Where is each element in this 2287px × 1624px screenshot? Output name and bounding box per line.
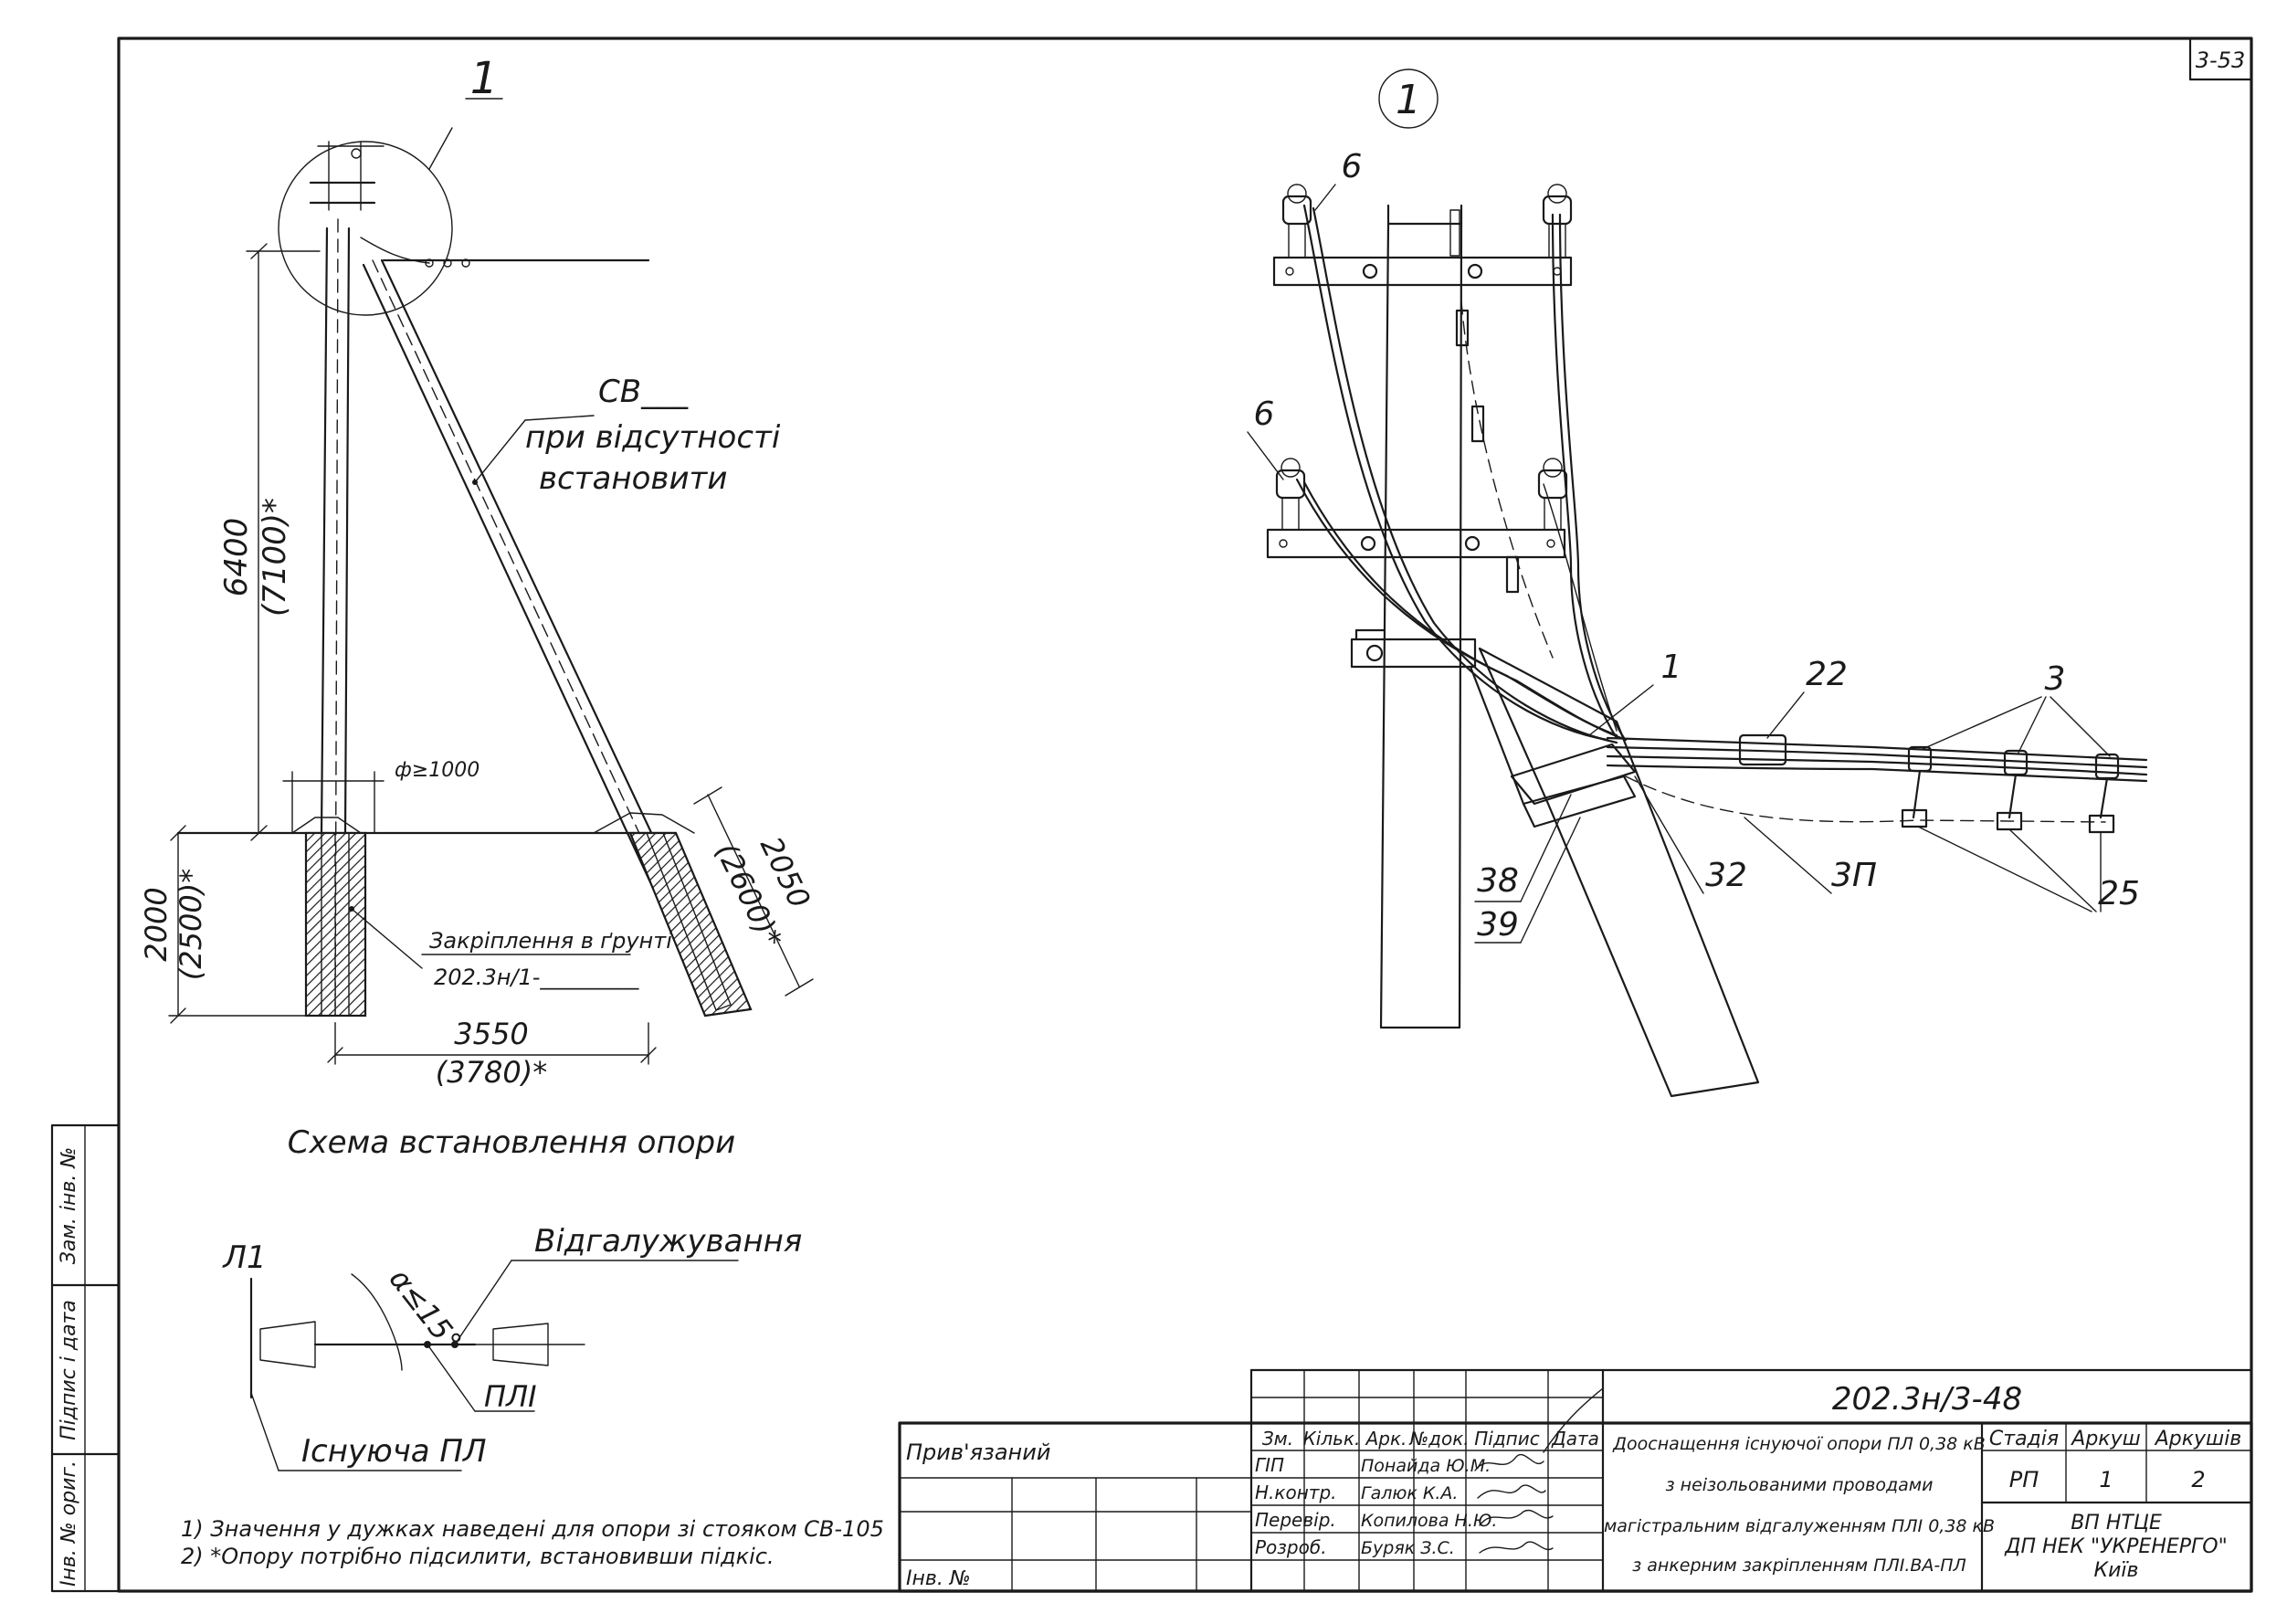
line-label: Л1 <box>221 1239 266 1276</box>
hdr-date: Дата <box>1551 1428 1599 1450</box>
hdr-zm: Зм. <box>1262 1428 1293 1450</box>
label-22: 22 <box>1806 656 1848 693</box>
notes: 1) Значення у дужках наведені для опори … <box>181 1516 884 1569</box>
insulator <box>1281 184 1573 258</box>
callout-number-left: 1 <box>470 53 499 104</box>
inv-label: Інв. № <box>906 1567 971 1590</box>
role-2: Н.контр. <box>1255 1482 1337 1503</box>
title-line-1: Дооснащення існуючої опори ПЛ 0,38 кВ <box>1612 1434 1986 1454</box>
title-line-3: магістральним відгалуженням ПЛІ 0,38 кВ <box>1604 1516 1995 1536</box>
sheet-code: 3-53 <box>2196 47 2245 73</box>
name-4: Буряк З.С. <box>1361 1538 1455 1558</box>
org-line-2: ДП НЕК "УКРЕНЕРГО" <box>2004 1535 2228 1558</box>
name-1: Понайда Ю.М. <box>1361 1456 1491 1476</box>
detail-1: 1 <box>1247 69 2148 1098</box>
label-25: 25 <box>2098 875 2140 912</box>
dim-depth: 2000 <box>139 887 174 961</box>
org-line-1: ВП НТЦЕ <box>2071 1512 2162 1534</box>
detail-circle <box>278 141 453 316</box>
role-1: ГІП <box>1255 1454 1284 1476</box>
strut-note-2: встановити <box>539 460 727 497</box>
label-6-top: 6 <box>1342 148 1363 185</box>
name-2: Галюк К.А. <box>1361 1483 1458 1503</box>
dim-base-alt: (3780)* <box>436 1055 547 1090</box>
strut-label: СВ___ <box>598 374 689 410</box>
existing-label: Існуюча ПЛ <box>301 1433 487 1470</box>
signatures <box>1474 1387 1604 1554</box>
sheet-value: 1 <box>2099 1467 2113 1492</box>
fixing-label: Закріплення в ґрунті <box>429 928 672 954</box>
stamp-signature-date: Підпис і дата <box>58 1300 80 1440</box>
sheets-label: Аркушів <box>2154 1428 2242 1450</box>
hdr-kilk: Кільк. <box>1303 1428 1361 1450</box>
scheme-caption: Схема встановлення опори <box>288 1124 735 1161</box>
role-3: Перевір. <box>1255 1509 1336 1531</box>
stage-value: РП <box>2009 1467 2039 1492</box>
fixing-ref: 202.3н/1-_________ <box>434 965 639 990</box>
label-6-mid: 6 <box>1254 395 1275 433</box>
hdr-ark: Арк. <box>1365 1428 1407 1450</box>
label-38: 38 <box>1477 862 1519 900</box>
sheet-frame: 3-53 <box>117 37 2253 1593</box>
stamp-replaced-inv: Зам. інв. № <box>58 1147 80 1265</box>
attached-label: Прив'язаний <box>906 1439 1050 1465</box>
label-39: 39 <box>1477 906 1519 944</box>
installation-scheme: 1 <box>139 53 817 1161</box>
hdr-dok: №док. <box>1408 1428 1469 1450</box>
name-3: Копилова Н.Ю. <box>1361 1511 1497 1531</box>
sheets-value: 2 <box>2191 1467 2205 1492</box>
title-line-4: з анкерним закріпленням ПЛІ.ВА-ПЛ <box>1632 1555 1966 1576</box>
stage-label: Стадія <box>1989 1428 2059 1450</box>
note-2: 2) *Опору потрібно підсилити, встановивш… <box>181 1544 775 1569</box>
dim-depth-alt: (2500)* <box>174 869 208 980</box>
sheet-label: Аркуш <box>2070 1428 2140 1450</box>
label-3: 3 <box>2045 660 2066 698</box>
branch-label: Відгалужування <box>534 1223 802 1260</box>
note-1: 1) Значення у дужках наведені для опори … <box>181 1516 884 1542</box>
dim-base: 3550 <box>454 1017 528 1051</box>
branch-scheme: Л1 α≤15° Відгалужування ПЛІ Існуюча ПЛ <box>221 1223 802 1471</box>
title-line-2: з неізольованими проводами <box>1666 1475 1934 1495</box>
stamp-original-inv: Інв. № ориг. <box>58 1461 80 1587</box>
dim-diameter: ф≥1000 <box>395 759 480 782</box>
role-4: Розроб. <box>1255 1536 1327 1558</box>
label-3P: 3П <box>1831 857 1877 894</box>
dim-height-alt: (7100)* <box>257 498 293 617</box>
label-32: 32 <box>1705 857 1747 894</box>
hdr-signature: Підпис <box>1474 1428 1540 1450</box>
label-1: 1 <box>1661 649 1682 686</box>
org-line-3: Київ <box>2094 1559 2139 1582</box>
strut-note-1: при відсутності <box>525 419 781 456</box>
connector <box>1738 733 1787 766</box>
pl-label: ПЛІ <box>484 1379 537 1414</box>
left-stamp: Зам. інв. № Підпис і дата Інв. № ориг. <box>50 1123 121 1593</box>
drawing-code: 202.3н/3-48 <box>1832 1381 2022 1418</box>
title-block: Прив'язаний Інв. № Зм. Кільк. Арк. №док.… <box>898 1368 2253 1593</box>
dim-height: 6400 <box>218 518 255 597</box>
detail-callout: 1 <box>1396 77 1421 123</box>
